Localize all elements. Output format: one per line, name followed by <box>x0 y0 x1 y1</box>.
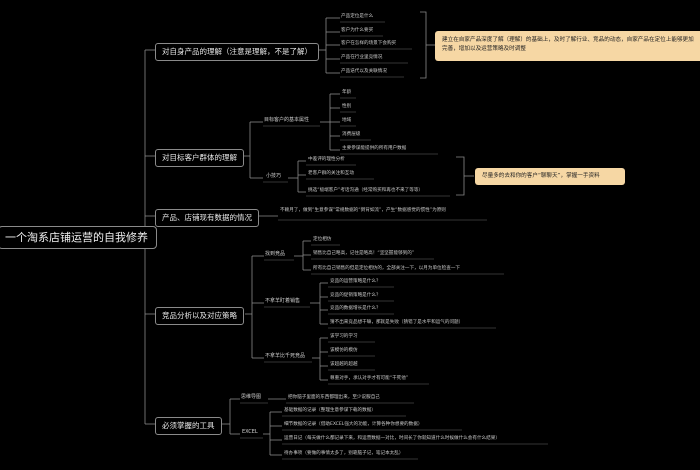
leaf-all-user-data[interactable]: 主要参谋能提供的所有用户数据 <box>342 146 407 151</box>
leaf-slightly-higher-sales[interactable]: 销售比自己略高，记住是略高！“坚坚握能够到的” <box>313 251 415 256</box>
leaf-region[interactable]: 地域 <box>342 118 352 123</box>
sub-watch-sales[interactable]: 不拿羊盯着销售 <box>265 298 301 304</box>
leaf-todo-list[interactable]: 待办事项（要做的事情太多了，别靠脑子记，笔记本太乱） <box>284 451 404 456</box>
leaf-monthly-check[interactable]: 所有比自己销售的但是定位相仿的，全部关注一下，以月为单位检查一下 <box>313 266 461 271</box>
leaf-extreme-customers[interactable]: 挑选“极端客户”考话沟通（经常购买和再也不来了等等） <box>308 188 424 193</box>
leaf-industry-competition[interactable]: 产品在行业里竞情况 <box>341 55 383 60</box>
sub-customer-attributes[interactable]: 目标客户的基本属性 <box>264 117 310 123</box>
leaf-competitor-strategy[interactable]: 竞品的运营策略是什么？ <box>330 279 381 284</box>
leaf-buying-scenario[interactable]: 客户在怎样的场景下会购买 <box>341 41 397 46</box>
branch-competitor-analysis[interactable]: 竞品分析以及对应策略 <box>155 307 244 325</box>
leaf-similar-positioning[interactable]: 定位相仿 <box>313 237 332 242</box>
sub-beat-competitors[interactable]: 不拿羊比千死竞品 <box>265 353 306 359</box>
branch-target-customers[interactable]: 对目标客户群体的理解 <box>155 149 244 167</box>
leaf-operation-diary[interactable]: 运营日记（每天做什么都记录下来，和运营数据一对比，时间长了你就知道什么时候做什么… <box>284 436 500 441</box>
leaf-basic-data-record[interactable]: 基础数据的记录（整理生意参谋下载的数据） <box>284 408 376 413</box>
leaf-surpass[interactable]: 该超越的超越 <box>330 362 358 367</box>
sub-tips[interactable]: 小技巧 <box>266 173 282 179</box>
leaf-respect-rival[interactable]: 尊重对手，承认对手才有可能“干死他” <box>330 376 409 381</box>
leaf-old-customer-interaction[interactable]: 老客户群的关注和互动 <box>308 171 354 176</box>
note-customer-chat[interactable]: 尽量多的去和你的客户“聊聊天”，掌握一手资料 <box>475 168 625 185</box>
leaf-learn[interactable]: 该学习的学习 <box>330 334 358 339</box>
leaf-competitor-promotion[interactable]: 竞品的促销策略是什么？ <box>330 293 381 298</box>
leaf-product-iteration[interactable]: 产品迭代以及关联情况 <box>341 69 387 74</box>
leaf-data-familiarity[interactable]: 不赖月了，做到“生意参谋”常规数据的“倒背如流”，产生“数据感觉的惯性”为原则 <box>280 208 446 213</box>
leaf-review-analysis[interactable]: 中差评的理性分析 <box>308 157 345 162</box>
sub-excel[interactable]: EXCEL <box>242 429 258 435</box>
sub-mind-map[interactable]: 思维导图 <box>241 394 262 400</box>
leaf-product-positioning[interactable]: 产品定位是什么 <box>341 14 374 19</box>
leaf-gender[interactable]: 性别 <box>342 104 352 109</box>
leaf-organize-thoughts[interactable]: 把你脑子里面的东西都理出来，至少说服自己 <box>288 395 380 400</box>
leaf-why-buy[interactable]: 客户为什么要买 <box>341 28 374 33</box>
leaf-guess-failure[interactable]: 猜不出来竞品想干嘛，那就是失败（猜错了是水平和运气的问题） <box>330 320 464 325</box>
sub-find-competitors[interactable]: 找到竞品 <box>265 251 286 257</box>
branch-product-understanding[interactable]: 对自身产品的理解（注意是理解，不是了解） <box>155 43 319 61</box>
leaf-consumption-level[interactable]: 消费层级 <box>342 132 361 137</box>
leaf-age[interactable]: 年龄 <box>342 90 352 95</box>
leaf-competitor-growth[interactable]: 竞品的数据增长是什么？ <box>330 306 381 311</box>
leaf-detail-data-record[interactable]: 细节数据的记录（借助EXCEL强大的功能，计算各种你想要的数据） <box>284 422 423 427</box>
root-topic[interactable]: 一个淘系店铺运营的自我修养 <box>0 226 157 249</box>
leaf-imitate[interactable]: 该模仿的模仿 <box>330 348 358 353</box>
branch-tools[interactable]: 必须掌握的工具 <box>155 417 222 435</box>
note-product-summary[interactable]: 建立在自家产品深度了解（理解）的基础上，及时了解行业、竞品的动态，自家产品在定位… <box>435 31 700 61</box>
branch-existing-data[interactable]: 产品、店铺现有数据的情况 <box>155 209 259 227</box>
